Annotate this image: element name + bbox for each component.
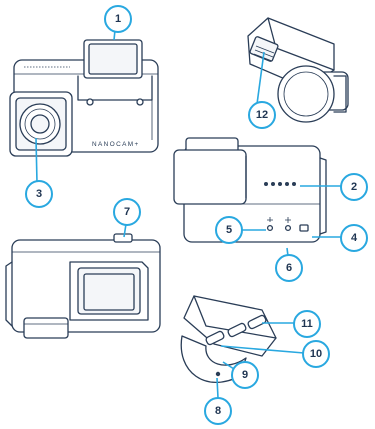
lens-module — [10, 92, 72, 156]
callout-6: 6 — [276, 255, 302, 281]
callout-3: 3 — [26, 181, 52, 207]
callout-number: 2 — [351, 181, 357, 193]
callout-2: 2 — [341, 174, 367, 200]
callout-number: 7 — [124, 206, 130, 218]
rear-view-camera — [174, 138, 326, 242]
reset-hole — [216, 372, 220, 376]
side-view-camera — [6, 234, 160, 338]
callout-4: 4 — [341, 225, 367, 251]
callout-number: 3 — [36, 188, 42, 200]
callout-8: 8 — [205, 398, 231, 424]
callout-number: 5 — [226, 224, 232, 236]
callout-9: 9 — [232, 362, 258, 388]
screen-mount — [70, 262, 148, 320]
callout-number: 9 — [242, 369, 248, 381]
front-view-camera: NANOCAM+ — [10, 40, 158, 156]
callout-number: 6 — [286, 262, 292, 274]
callout-number: 10 — [310, 348, 322, 360]
callout-number: 12 — [256, 109, 268, 121]
callout-7: 7 — [114, 199, 140, 225]
callout-10: 10 — [303, 341, 329, 367]
callout-number: 1 — [115, 13, 121, 25]
callout-number: 8 — [215, 405, 221, 417]
callout-number: 11 — [301, 318, 313, 330]
callout-12: 12 — [249, 102, 275, 128]
brand-label: NANOCAM+ — [92, 141, 140, 148]
callout-11: 11 — [294, 311, 320, 337]
callout-number: 4 — [351, 232, 358, 244]
callout-5: 5 — [216, 217, 242, 243]
callout-1: 1 — [105, 6, 131, 32]
mount-buttons-view — [181, 296, 276, 382]
side-top-button — [114, 234, 132, 242]
